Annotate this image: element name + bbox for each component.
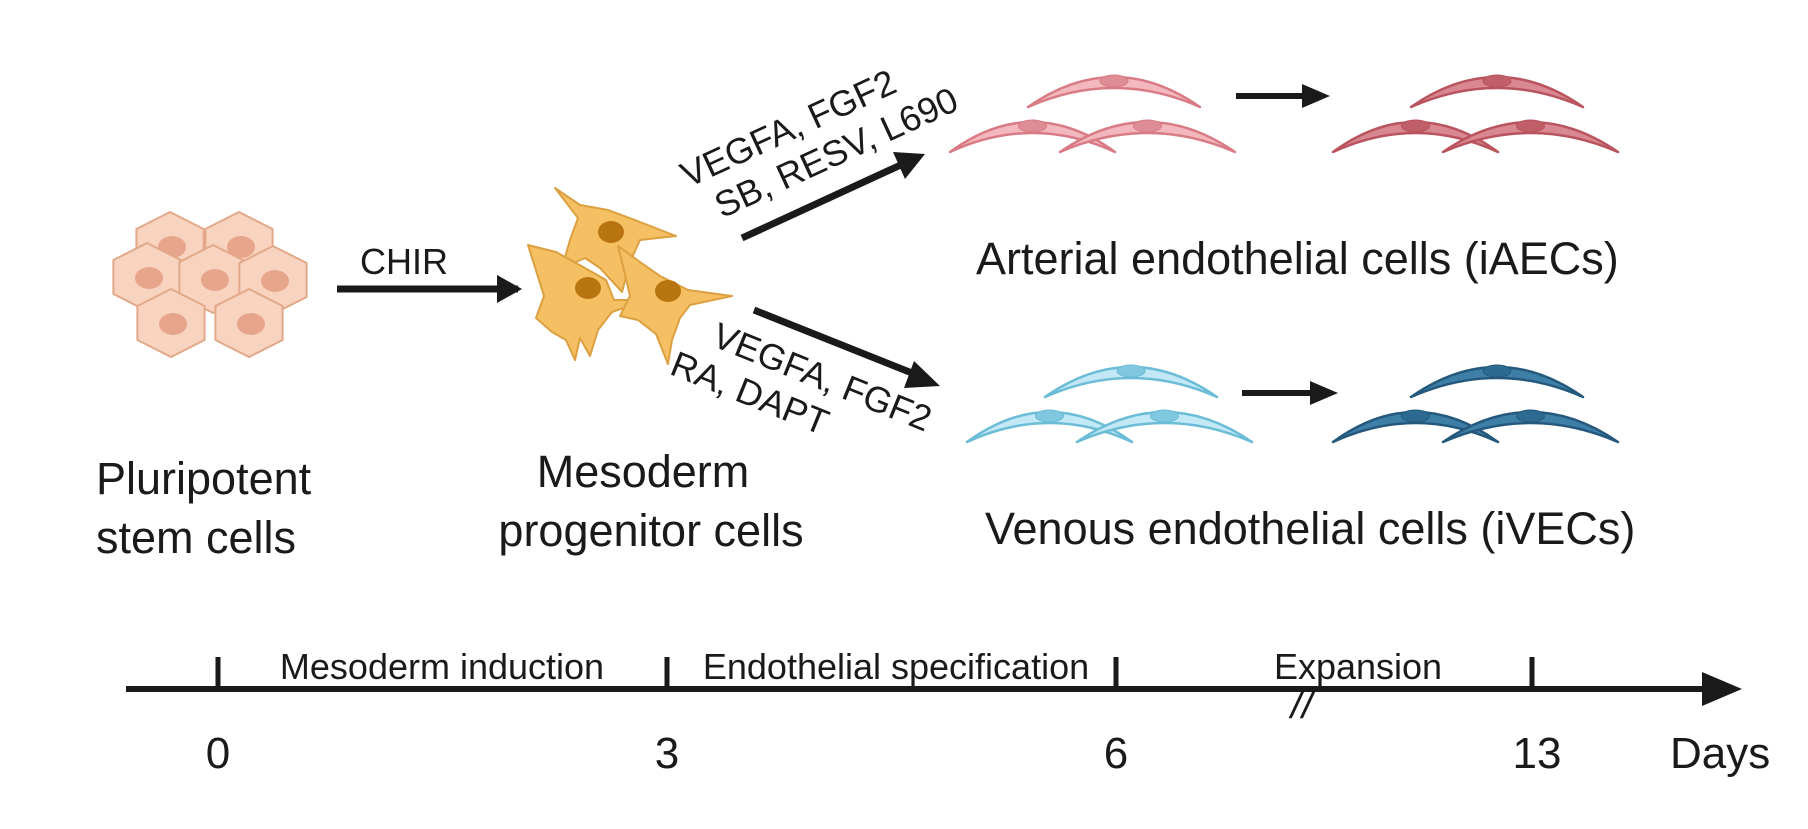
venous-cells-mature	[1331, 364, 1620, 444]
endothelial-cell	[948, 120, 1117, 154]
day-label-0: 0	[206, 729, 230, 778]
endothelial-cell	[1075, 410, 1254, 444]
phase-expansion: Expansion	[1274, 646, 1442, 687]
endothelial-nucleus	[1401, 119, 1430, 133]
meso-label-line2: progenitor cells	[498, 505, 803, 556]
phase-endothelial-specification: Endothelial specification	[703, 646, 1089, 687]
day-label-3: 3	[655, 729, 679, 778]
endothelial-cell	[1409, 75, 1585, 109]
chir-label: CHIR	[360, 241, 448, 282]
arterial-cells-early	[948, 74, 1237, 154]
endothelial-nucleus	[1035, 409, 1064, 423]
stem-cell-nucleus	[261, 270, 289, 292]
progenitor-nucleus	[598, 221, 624, 243]
venous-arrow	[752, 306, 940, 388]
endothelial-cell	[1026, 75, 1202, 109]
phase-mesoderm-induction: Mesoderm induction	[280, 646, 604, 687]
endothelial-cell	[1058, 120, 1237, 154]
endothelial-cell	[1043, 365, 1219, 399]
endothelial-cell	[1331, 410, 1500, 444]
endothelial-nucleus	[1482, 74, 1512, 88]
mesoderm-progenitor-cells	[527, 187, 733, 365]
endothelial-nucleus	[1133, 119, 1162, 133]
progenitor-nucleus	[575, 277, 601, 299]
stem-cell-nucleus	[201, 269, 229, 291]
days-unit-label: Days	[1670, 729, 1770, 778]
stem-cell-nucleus	[227, 236, 255, 258]
timeline-break-mark: //	[1288, 683, 1317, 727]
endothelial-nucleus	[1516, 119, 1545, 133]
endothelial-cell	[1409, 365, 1585, 399]
endothelial-nucleus	[1116, 364, 1146, 378]
endothelial-nucleus	[1401, 409, 1430, 423]
stem-cell-nucleus	[237, 313, 265, 335]
endothelial-cell	[1331, 120, 1500, 154]
venous-expansion-arrow	[1242, 381, 1338, 405]
psc-label-line1: Pluripotent	[96, 453, 312, 504]
endothelial-nucleus	[1482, 364, 1512, 378]
psc-label-line2: stem cells	[96, 512, 296, 563]
endothelial-cell	[965, 410, 1134, 444]
stem-cell-nucleus	[159, 313, 187, 335]
timeline-arrowhead	[1702, 672, 1742, 706]
arterial-expansion-arrow	[1236, 84, 1330, 108]
day-label-13: 13	[1513, 729, 1562, 778]
endothelial-nucleus	[1516, 409, 1545, 423]
arterial-arrow	[740, 152, 925, 242]
chir-arrow	[337, 275, 522, 303]
progenitor-cell	[527, 244, 647, 361]
endothelial-nucleus	[1018, 119, 1047, 133]
stem-cell-nucleus	[135, 267, 163, 289]
progenitor-nucleus	[655, 280, 681, 302]
endothelial-cell	[1441, 410, 1620, 444]
endothelial-cell	[1441, 120, 1620, 154]
day-label-6: 6	[1104, 729, 1128, 778]
endothelial-nucleus	[1099, 74, 1129, 88]
meso-label-line1: Mesoderm	[537, 446, 750, 497]
endothelial-nucleus	[1150, 409, 1179, 423]
timeline: // Mesoderm induction Endothelial specif…	[126, 646, 1770, 778]
venous-cells-early	[965, 364, 1254, 444]
venous-cells-label: Venous endothelial cells (iVECs)	[985, 503, 1635, 554]
arterial-cells-label: Arterial endothelial cells (iAECs)	[976, 233, 1619, 284]
arterial-cells-mature	[1331, 74, 1620, 154]
pluripotent-stem-cell-cluster	[112, 211, 308, 358]
